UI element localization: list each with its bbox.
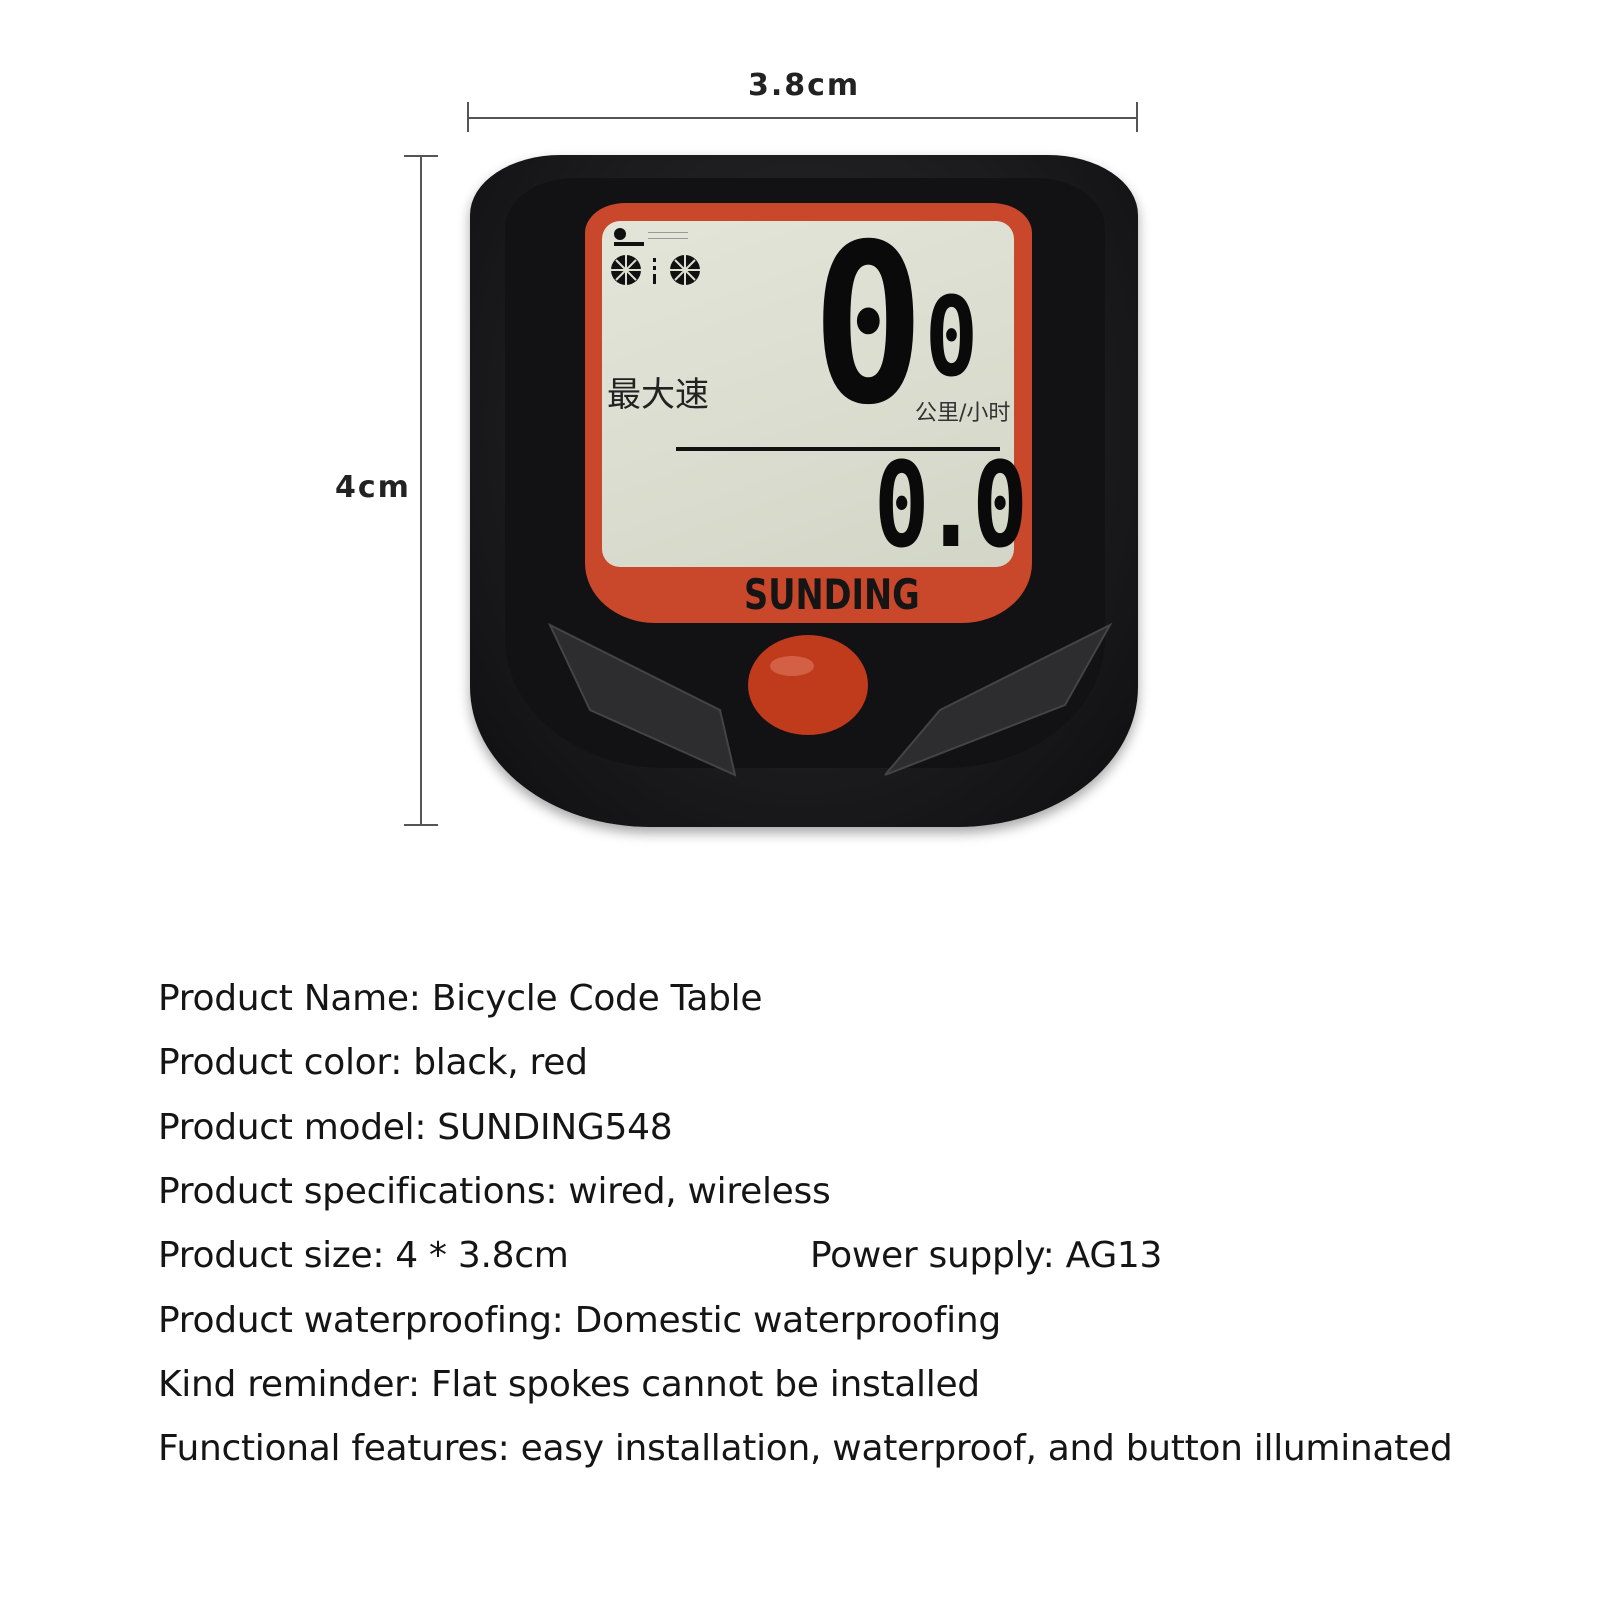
bottom-reading: 0.0	[874, 436, 1028, 574]
max-speed-label: 最大速	[607, 375, 709, 415]
speed-small-digit: 0	[925, 273, 978, 401]
spec-features: Functional features: easy installation, …	[158, 1428, 1453, 1469]
spec-waterproofing: Product waterproofing: Domestic waterpro…	[158, 1300, 1001, 1341]
width-dimension-tick-left	[467, 102, 469, 132]
brand-logo: SUNDING	[744, 570, 920, 619]
bicycle-icon	[611, 228, 700, 285]
speed-main-digit: 0	[812, 197, 925, 453]
spec-product-name: Product Name: Bicycle Code Table	[158, 978, 763, 1019]
left-button[interactable]	[547, 622, 737, 777]
width-dimension-line	[468, 117, 1138, 119]
width-dimension-label: 3.8cm	[748, 68, 861, 103]
spec-power-supply: Power supply: AG13	[810, 1235, 1163, 1276]
device-buttons	[547, 622, 1113, 777]
center-button[interactable]	[748, 635, 868, 735]
spec-product-size: Product size: 4 * 3.8cm	[158, 1235, 569, 1276]
lcd-screen	[602, 221, 1014, 567]
spec-reminder: Kind reminder: Flat spokes cannot be ins…	[158, 1364, 980, 1405]
speed-unit: 公里/小时	[915, 401, 1011, 426]
spec-product-color: Product color: black, red	[158, 1042, 588, 1083]
height-dimension-label: 4cm	[335, 470, 411, 505]
spec-product-specifications: Product specifications: wired, wireless	[158, 1171, 831, 1212]
width-dimension-tick-right	[1136, 102, 1138, 132]
height-dimension-line	[420, 155, 422, 825]
right-button[interactable]	[884, 622, 1113, 776]
lcd-divider	[676, 447, 1000, 451]
height-dimension-tick-top	[404, 155, 438, 157]
height-dimension-tick-bottom	[404, 824, 438, 826]
spec-product-model: Product model: SUNDING548	[158, 1107, 673, 1148]
